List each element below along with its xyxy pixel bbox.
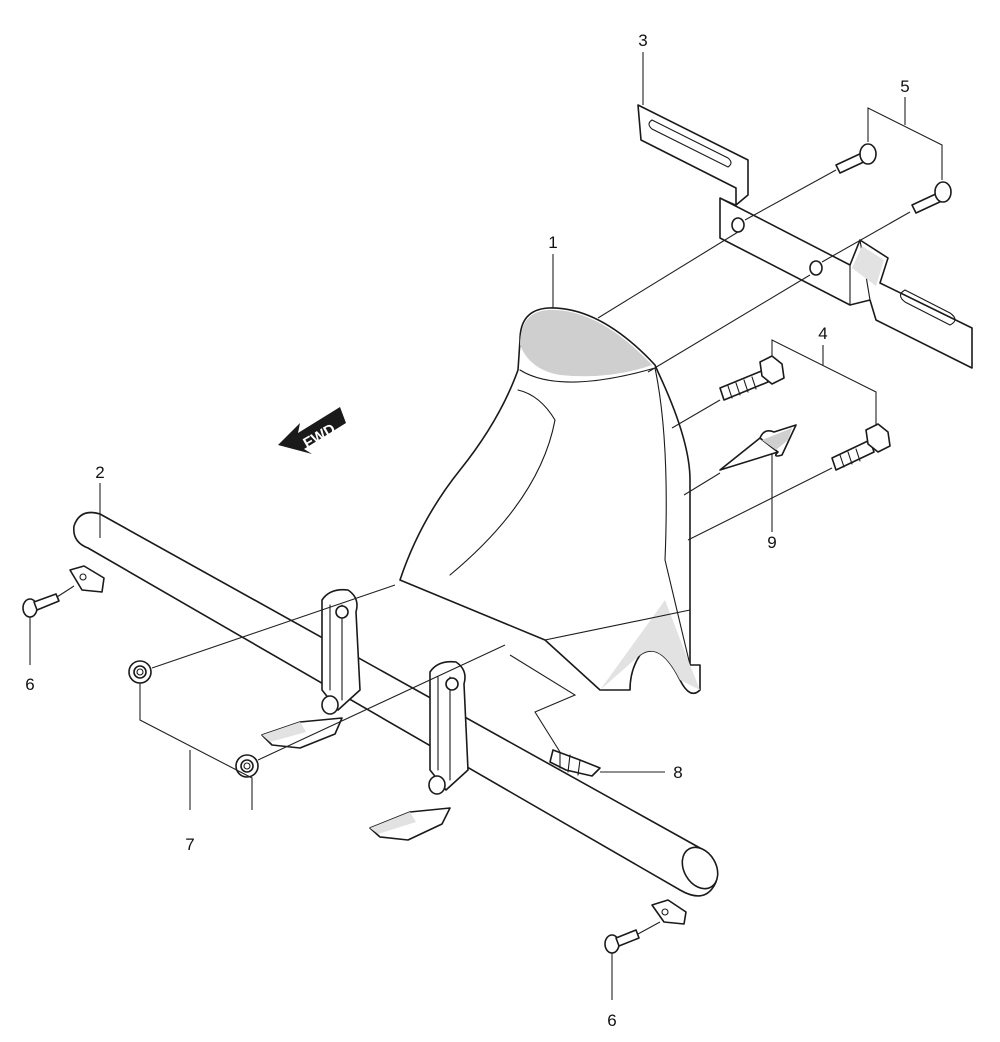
- callout-cross-shaft: 2: [95, 463, 104, 482]
- callout-mounting-plate: 3: [638, 31, 647, 50]
- shaft-tab-left: [261, 588, 361, 749]
- forward-direction-arrow: FWD: [278, 407, 346, 454]
- mounting-plate: [637, 104, 973, 369]
- shaft-end-screw-right: [604, 929, 640, 954]
- cross-shaft: [69, 511, 719, 925]
- plate-screw-lower: [911, 181, 952, 214]
- callout-plate-screws: 5: [900, 77, 909, 96]
- callout-shaft-end-screw-left: 6: [25, 675, 34, 694]
- hex-bolt-lower: [831, 423, 891, 471]
- plate-screw-upper: [835, 143, 877, 174]
- spike: [719, 424, 797, 471]
- clip: [549, 749, 601, 777]
- leader-lines: [29, 52, 943, 1000]
- shaft-tab-right: [369, 660, 469, 841]
- bracket-body: [399, 307, 701, 695]
- callout-clip: 8: [673, 763, 682, 782]
- callout-shaft-end-screw-right: 6: [607, 1011, 616, 1030]
- callout-spike: 9: [767, 533, 776, 552]
- callout-bracket-body: 1: [548, 233, 557, 252]
- hex-bolt-upper: [719, 355, 785, 401]
- flange-nut-right: [235, 754, 259, 778]
- callout-flange-nuts: 7: [185, 835, 194, 854]
- flange-nut-left: [128, 660, 152, 684]
- shaft-end-screw-left: [22, 593, 60, 618]
- callout-hex-bolts: 4: [818, 324, 827, 343]
